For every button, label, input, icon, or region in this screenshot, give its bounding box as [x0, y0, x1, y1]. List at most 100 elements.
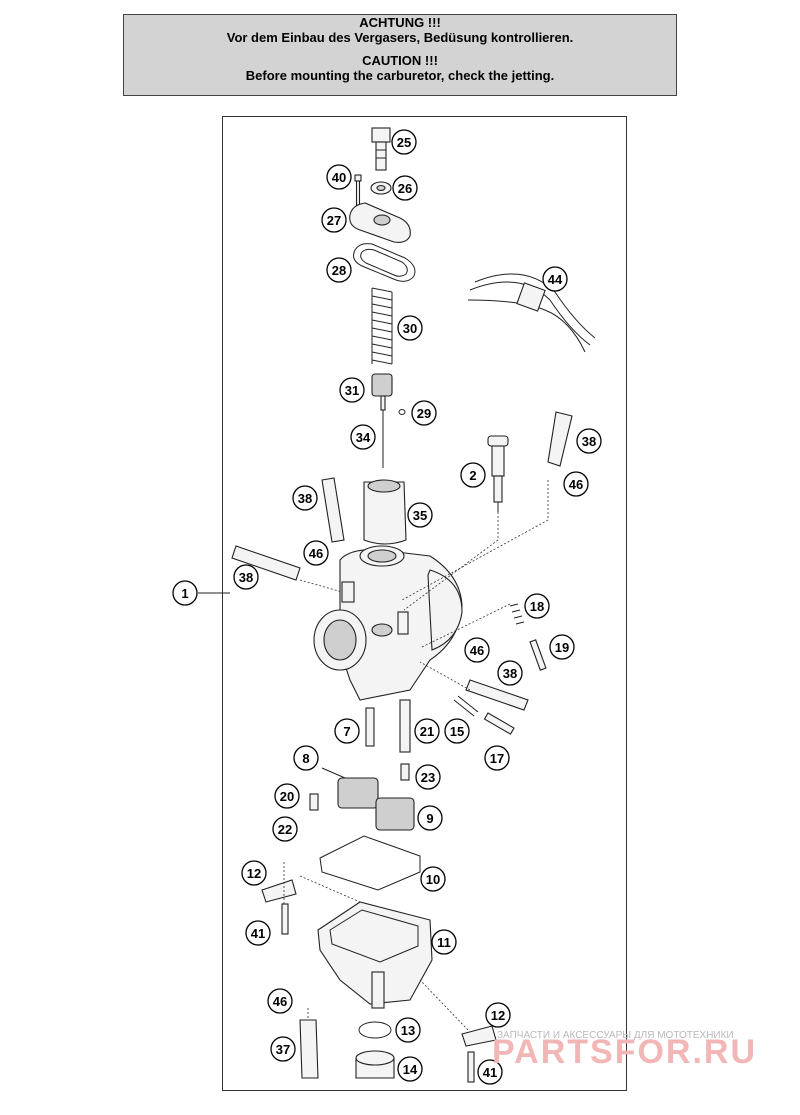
- callout-38: 38: [233, 564, 259, 590]
- callout-11: 11: [431, 929, 457, 955]
- callout-circle: [397, 1056, 423, 1082]
- callout-circle: [477, 1059, 503, 1085]
- callout-number: 10: [426, 872, 440, 887]
- callout-38: 38: [576, 428, 602, 454]
- callout-40: 40: [326, 164, 352, 190]
- part-needle-retainer: [371, 373, 393, 397]
- callout-44: 44: [542, 266, 568, 292]
- callout-circle: [267, 988, 293, 1014]
- callout-7: 7: [334, 718, 360, 744]
- part-hose-bundle: [467, 273, 596, 353]
- callout-30: 30: [397, 315, 423, 341]
- callout-21: 21: [414, 718, 440, 744]
- callout-34: 34: [350, 424, 376, 450]
- callout-circle: [245, 920, 271, 946]
- callout-circle: [392, 175, 418, 201]
- warning-en-title: CAUTION !!!: [362, 53, 438, 68]
- callout-38: 38: [292, 485, 318, 511]
- callout-circle: [407, 502, 433, 528]
- callout-circle: [334, 718, 360, 744]
- callout-circle: [397, 315, 423, 341]
- callout-number: 31: [345, 383, 359, 398]
- callout-circle: [420, 866, 446, 892]
- callout-41: 41: [245, 920, 271, 946]
- warning-de-text: Vor dem Einbau des Vergasers, Bedüsung k…: [226, 30, 574, 45]
- callout-46: 46: [267, 988, 293, 1014]
- callout-circle: [391, 129, 417, 155]
- callout-13: 13: [395, 1017, 421, 1043]
- callout-10: 10: [420, 866, 446, 892]
- callout-41: 41: [477, 1059, 503, 1085]
- callout-8: 8: [293, 745, 319, 771]
- callout-circle: [417, 805, 443, 831]
- callout-number: 8: [302, 751, 309, 766]
- callout-circle: [460, 462, 486, 488]
- part-throttle-stop: [453, 695, 515, 735]
- callout-circle: [444, 718, 470, 744]
- callout-number: 20: [280, 789, 294, 804]
- callout-12: 12: [485, 1002, 511, 1028]
- part-throttle-slide: [363, 479, 407, 545]
- callout-number: 44: [548, 272, 563, 287]
- callout-31: 31: [339, 377, 365, 403]
- part-drain-plug: [355, 1050, 395, 1079]
- callout-circle: [233, 564, 259, 590]
- callout-15: 15: [444, 718, 470, 744]
- callout-28: 28: [326, 257, 352, 283]
- callout-46: 46: [464, 637, 490, 663]
- part-top-gasket: [353, 243, 416, 282]
- callout-circle: [270, 1036, 296, 1062]
- part-top-cover: [349, 202, 411, 243]
- callout-circle: [172, 580, 198, 606]
- part-bowl-clamps: [261, 879, 497, 1047]
- callout-circle: [292, 485, 318, 511]
- callout-number: 38: [298, 491, 312, 506]
- part-float: [337, 777, 415, 831]
- callout-number: 2: [469, 468, 476, 483]
- callout-number: 19: [555, 640, 569, 655]
- callout-46: 46: [563, 471, 589, 497]
- callout-circle: [549, 634, 575, 660]
- callout-number: 13: [401, 1023, 415, 1038]
- callout-circle: [414, 718, 440, 744]
- callout-37: 37: [270, 1036, 296, 1062]
- callout-number: 37: [276, 1042, 290, 1057]
- callout-circle: [524, 593, 550, 619]
- callout-number: 40: [332, 170, 346, 185]
- warning-en-text: Before mounting the carburetor, check th…: [245, 68, 555, 83]
- callout-22: 22: [272, 816, 298, 842]
- part-bowl-screws: [281, 903, 475, 1083]
- callout-number: 21: [420, 724, 434, 739]
- callout-number: 12: [247, 866, 261, 881]
- callout-number: 17: [490, 751, 504, 766]
- callout-14: 14: [397, 1056, 423, 1082]
- callout-number: 9: [426, 811, 433, 826]
- callout-27: 27: [321, 207, 347, 233]
- callout-number: 7: [343, 724, 350, 739]
- part-air-screw: [509, 603, 547, 671]
- callout-number: 28: [332, 263, 346, 278]
- callout-number: 46: [309, 546, 323, 561]
- part-needle: [380, 395, 386, 468]
- callout-circle: [326, 164, 352, 190]
- callout-number: 15: [450, 724, 464, 739]
- part-float-pin: [321, 767, 346, 779]
- watermark-caption: ЗАПЧАСТИ И АКСЕССУАРЫ ДЛЯ МОТОТЕХНИКИ: [497, 1030, 734, 1041]
- callout-35: 35: [407, 502, 433, 528]
- callout-1: 1: [172, 580, 198, 606]
- diagram-frame: [222, 116, 627, 1091]
- part-carburetor-body: [313, 545, 463, 701]
- callout-number: 38: [582, 434, 596, 449]
- callout-circle: [272, 816, 298, 842]
- callout-circle: [542, 266, 568, 292]
- callout-number: 14: [403, 1062, 418, 1077]
- callout-circle: [321, 207, 347, 233]
- callout-circle: [350, 424, 376, 450]
- callout-circle: [497, 660, 523, 686]
- callout-19: 19: [549, 634, 575, 660]
- part-o-ring: [358, 1021, 392, 1039]
- callout-29: 29: [411, 400, 437, 426]
- callout-number: 34: [356, 430, 371, 445]
- callout-number: 38: [503, 666, 517, 681]
